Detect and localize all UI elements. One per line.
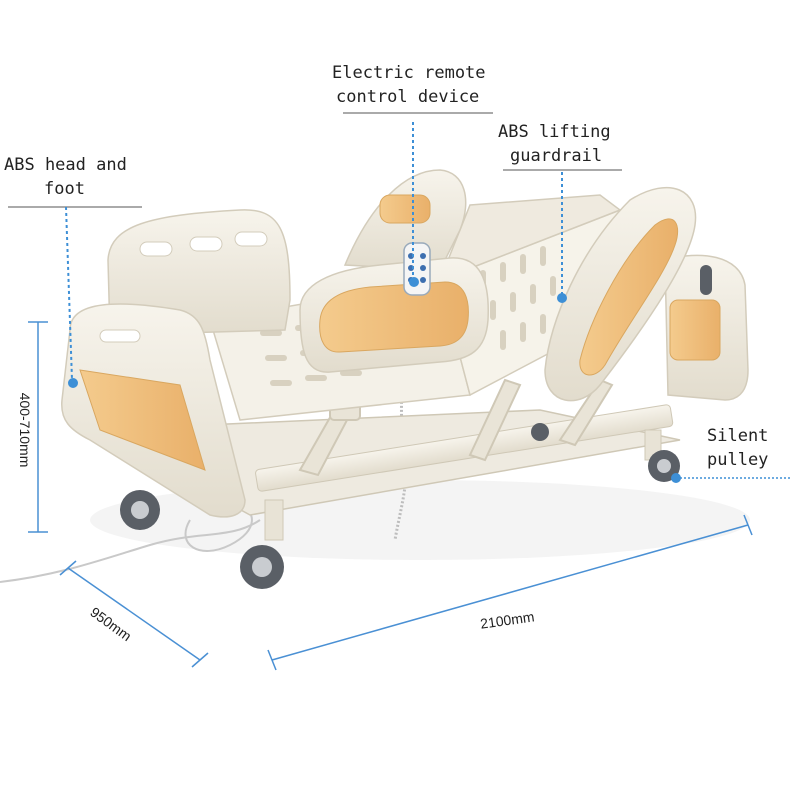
callout-abs-head-foot-line2: foot (44, 179, 85, 199)
head-foot-marker (68, 378, 78, 388)
length-dimension-label: 2100mm (479, 608, 535, 631)
foot-board (664, 254, 749, 401)
callout-lines (8, 112, 792, 483)
near-guardrail (299, 257, 489, 373)
remote-control (403, 242, 431, 296)
callout-abs-head-foot-line1: ABS head and (4, 155, 127, 175)
guardrail-marker (557, 293, 567, 303)
near-head-board (61, 303, 246, 518)
remote-marker (409, 277, 419, 287)
height-dimension-label: 400-710mm (17, 393, 33, 468)
callout-abs-head-foot: ABS head and foot (4, 153, 127, 201)
callout-abs-guardrail: ABS lifting guardrail (498, 120, 611, 168)
wheel-back-left (531, 423, 549, 441)
wheel-back-right (648, 450, 680, 482)
head-foot-leader (65, 206, 73, 381)
callout-electric-remote-line2: control device (336, 87, 480, 107)
back-headboard (107, 209, 291, 336)
dimension-lines (28, 321, 753, 671)
wheel-front-right (240, 545, 284, 589)
caster-wheels (120, 423, 680, 589)
power-cord (0, 519, 261, 583)
length-dim-line (271, 524, 749, 661)
width-dim-line (67, 567, 201, 661)
callout-silent-pulley-line2: pulley (707, 450, 769, 470)
callout-abs-guardrail-line2: guardrail (510, 146, 603, 166)
abs-lifting-guardrail (544, 186, 697, 402)
far-guardrail (343, 169, 467, 271)
callout-electric-remote: Electric remote control device (332, 61, 486, 109)
callout-abs-guardrail-line1: ABS lifting (498, 122, 611, 142)
pulley-marker (671, 473, 681, 483)
callout-silent-pulley: Silent pulley (707, 424, 768, 472)
callout-silent-pulley-line1: Silent (707, 426, 769, 446)
callout-electric-remote-line1: Electric remote (332, 63, 486, 83)
wheel-front-left (120, 490, 160, 530)
